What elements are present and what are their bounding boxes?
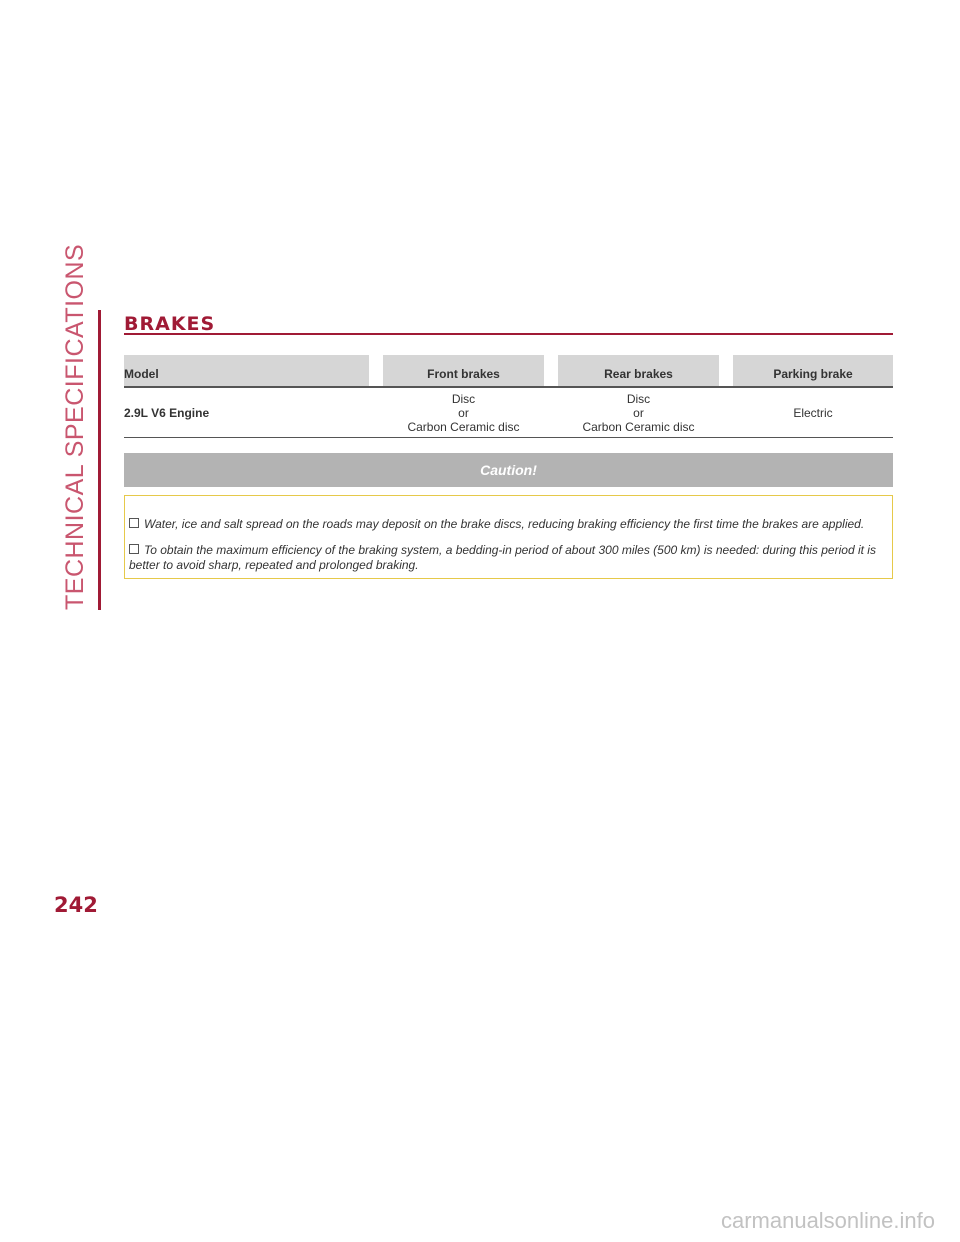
cell-front-brakes: Disc or Carbon Ceramic disc bbox=[383, 392, 544, 434]
cell-rear-brakes: Disc or Carbon Ceramic disc bbox=[558, 392, 719, 434]
header-rear-brakes: Rear brakes bbox=[558, 355, 719, 386]
cell-rear-line-3: Carbon Ceramic disc bbox=[582, 420, 695, 434]
header-gap bbox=[544, 355, 558, 386]
side-tab: TECHNICAL SPECIFICATIONS bbox=[54, 243, 110, 610]
table-row: 2.9L V6 Engine Disc or Carbon Ceramic di… bbox=[124, 388, 893, 438]
watermark: carmanualsonline.info bbox=[720, 1208, 935, 1233]
cell-parking-brake: Electric bbox=[793, 406, 833, 420]
header-gap bbox=[369, 355, 383, 386]
header-model: Model bbox=[124, 355, 369, 386]
cell-front-line-1: Disc bbox=[451, 392, 476, 406]
page-number: 242 bbox=[54, 893, 98, 917]
side-tab-label: TECHNICAL SPECIFICATIONS bbox=[61, 243, 89, 610]
header-parking-brake: Parking brake bbox=[733, 355, 893, 386]
caution-item: Water, ice and salt spread on the roads … bbox=[129, 517, 891, 532]
caution-item-text: Water, ice and salt spread on the roads … bbox=[144, 517, 865, 531]
cell-rear-line-1: Disc bbox=[626, 392, 651, 406]
brakes-table: Model Front brakes Rear brakes Parking b… bbox=[124, 355, 893, 438]
section-title: BRAKES bbox=[124, 313, 216, 335]
caution-box: Water, ice and salt spread on the roads … bbox=[124, 495, 893, 579]
title-rule bbox=[124, 333, 893, 335]
cell-model: 2.9L V6 Engine bbox=[124, 406, 210, 420]
caution-item: To obtain the maximum efficiency of the … bbox=[129, 543, 891, 573]
cell-front-line-3: Carbon Ceramic disc bbox=[407, 420, 520, 434]
table-header-row: Model Front brakes Rear brakes Parking b… bbox=[124, 355, 893, 388]
header-gap bbox=[719, 355, 733, 386]
checkbox-bullet-icon bbox=[129, 518, 139, 528]
cell-rear-line-2: or bbox=[633, 406, 644, 420]
caution-item-text: To obtain the maximum efficiency of the … bbox=[129, 543, 876, 572]
header-front-brakes: Front brakes bbox=[383, 355, 544, 386]
side-tab-bar bbox=[98, 310, 101, 610]
checkbox-bullet-icon bbox=[129, 544, 139, 554]
caution-title: Caution! bbox=[124, 453, 893, 487]
cell-front-line-2: or bbox=[458, 406, 469, 420]
